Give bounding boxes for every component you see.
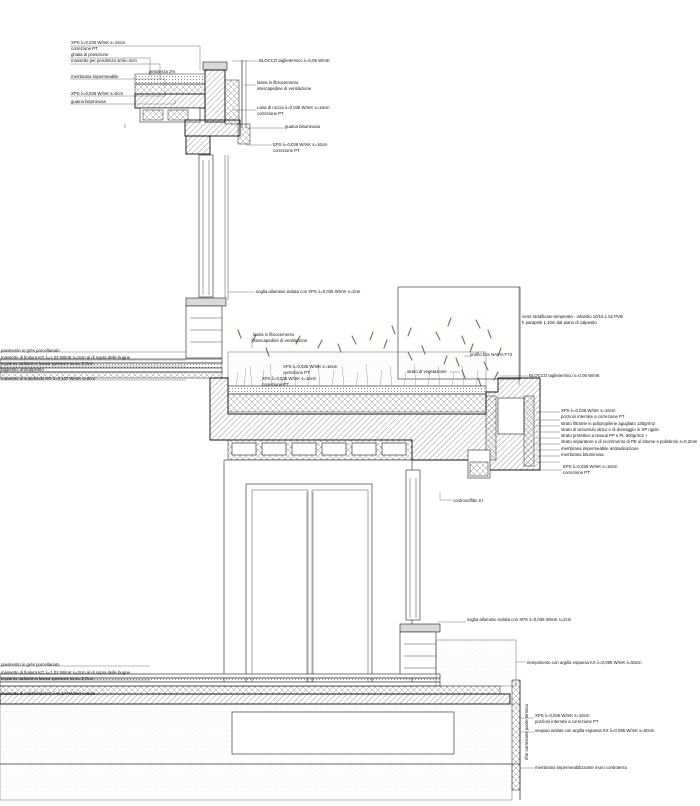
label-xps-8: XPS λ=0,036 W/mK s=8cm: [71, 91, 123, 96]
label-membrana-antirad: membrana impermeabile antiradicazione: [561, 446, 639, 451]
label-correzione-eps: correzione PT: [273, 148, 300, 153]
ceiling-boxes: [231, 442, 407, 456]
label-correzione-xps-mid-2: correzione PT: [262, 382, 289, 387]
label-soglia-mid: soglia alluminio isolata con XPS λ=0,036…: [256, 289, 361, 294]
label-vetro: vetro stratificato temperato - infanitio…: [522, 314, 623, 319]
label-guaina-mid: guaina bituminosa: [285, 124, 320, 129]
label-intercapedine-top: intercapedine di ventilazione: [257, 86, 312, 91]
label-vespaio: vespaio isolato con argilla espansa KX λ…: [535, 728, 655, 733]
label-profilo: profilo box NAVIA F73: [470, 352, 513, 357]
label-impianto-low: impianto radiante a bassa spessore smin=…: [1, 676, 94, 681]
vegetation: [235, 317, 502, 387]
label-massetto-pendenza: massetto per pendenza smin=4cm: [71, 58, 137, 63]
label-strato-veg: strato di vegetazione: [407, 369, 447, 374]
label-pav-gres-mid: pavimento in grès porcellanato: [1, 348, 60, 353]
label-guaina-top: guaina bituminosa: [71, 99, 106, 104]
label-lastra-fibro-mid: lastra in fibrocemento: [253, 332, 295, 337]
label-tappetino: tappetino anticalpestio: [1, 367, 44, 372]
label-intercapedine-mid: intercapedine di ventilazione: [253, 338, 308, 343]
label-blocco-mid: BLOCCO taglietermico λ=0,05 W/mK: [529, 373, 600, 378]
label-soglia-low: soglia alluminio isolata con XPS λ=0,036…: [467, 617, 572, 622]
label-protettivo: strato protettivo a tessuti PP e PL 500g…: [561, 433, 648, 438]
label-controsoffitto: controsoffitto KI: [453, 498, 483, 503]
label-lastra-fibro-top: lastra in fibrocemento: [257, 80, 299, 85]
label-parapetto: h parapetti 1,10m dal piano di calpestio: [522, 320, 597, 325]
label-xps-mid: XPS λ=0,036 W/mK s=16cm: [283, 364, 338, 369]
green-roof-detail: [0, 286, 541, 479]
label-ghiaia: ghiaia di protezione: [71, 52, 109, 57]
label-xps-right: XPS λ=0,036 W/mK s=16cm: [561, 408, 616, 413]
label-correzione-eps-right: correzione PT: [563, 470, 590, 475]
label-xps-mid-2: XPS λ=0,036 W/mK s=16cm: [262, 376, 317, 381]
label-blocco-top: BLOCCO taglietermico λ=0,05 W/mK: [259, 58, 330, 63]
label-xps-low: XPS λ=0,036 W/mK s=16cm: [535, 713, 590, 718]
label-porzioni-low: porzioni interrate a correzione PT: [535, 719, 599, 724]
label-massetto-sott-low: massetto di sottofondo KG λ=0,147 W/mK s…: [1, 691, 96, 696]
label-porzioni-right: porzioni interrate a correzione PT: [561, 414, 625, 419]
label-pav-gres-low: pavimento in grès porcellanato: [1, 662, 60, 667]
label-impianto-mid: impianto radiante a bassa spessore smin=…: [1, 361, 94, 366]
label-eps-right: EPS λ=0,036 W/mK s=16cm: [563, 464, 618, 469]
upper-roof-detail: [134, 60, 251, 155]
annotations: XPS λ=0,030 W/mK s=16cm correzione PT gh…: [1, 40, 698, 770]
label-xps-top: XPS λ=0,030 W/mK s=16cm: [71, 40, 126, 45]
label-correzione-xps-mid: correzione PT: [283, 370, 310, 375]
label-massetto-fin-mid: massetto di finitura KG λ=1,02 W/mK s=3c…: [1, 355, 131, 360]
label-membrana-imp: membrana impermeabile: [71, 74, 119, 79]
label-membrana-low: membrana impermeabilizzante muro controt…: [535, 765, 627, 770]
label-filtrante: strato filtrante in polipropilene agugli…: [561, 421, 656, 426]
label-vertical-correzione: rifor correzione ponte termico: [524, 704, 529, 760]
ground-floor-slab: [0, 639, 521, 801]
label-lana-roccia: Lana di roccia λ=0,035 W/mK s=16cm: [257, 105, 330, 110]
label-pendenza: pendenza 2%: [149, 69, 175, 74]
label-riempimento: riempimento con argilla espansa KX λ=0,0…: [527, 660, 642, 665]
label-accumulo: strato di accumulo idrico e di drenaggio…: [561, 427, 659, 432]
upper-window-frame: [124, 124, 229, 300]
label-separatore: strato separatore e di scorrimento di PE…: [561, 439, 698, 444]
leader-lines: [0, 45, 562, 769]
label-membrana-bit: membrana bituminosa: [561, 452, 604, 457]
label-eps-top: EPS λ=0,036 W/mK s=16cm: [273, 142, 328, 147]
lower-wall-and-door: [223, 459, 441, 687]
label-massetto-sott-mid: massetto di sottofondo KG λ=0,147 W/mK s…: [1, 376, 96, 381]
label-correzione-lana: correzione PT: [257, 111, 284, 116]
label-massetto-fin-low: massetto di finitura KG λ=1,02 W/mK s=3c…: [1, 670, 131, 675]
label-correzione-top: correzione PT: [71, 46, 98, 51]
